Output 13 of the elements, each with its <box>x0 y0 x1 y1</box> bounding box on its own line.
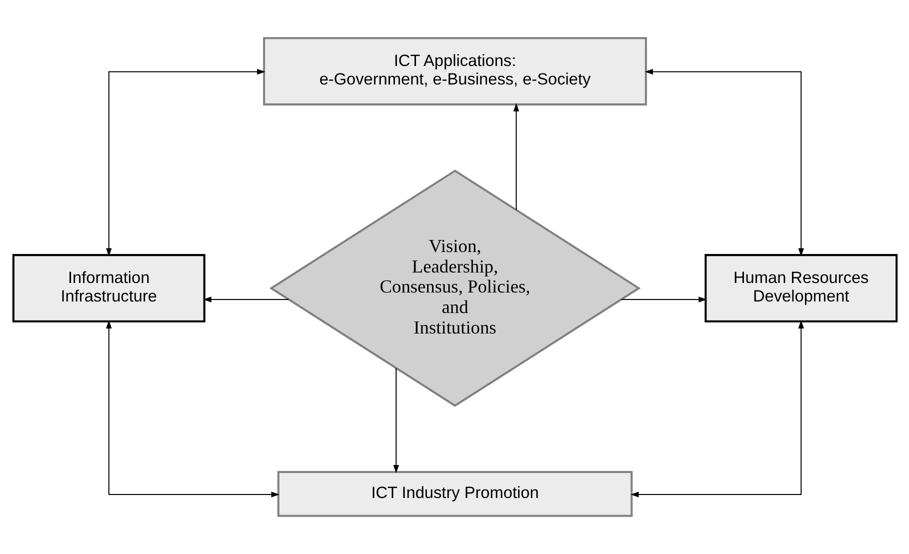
node-box: ICT Applications: e-Government, e-Business, e-Society <box>262 37 646 106</box>
arrow <box>106 320 279 498</box>
node-box: Information Infrastructure <box>12 254 205 322</box>
node-box: ICT Industry Promotion <box>276 471 632 517</box>
arrow <box>630 320 804 498</box>
arrow <box>512 103 519 210</box>
arrow <box>644 68 804 256</box>
arrow <box>202 296 288 302</box>
arrow <box>106 68 265 256</box>
node-box: Human Resources Development <box>704 254 898 322</box>
arrow <box>392 368 398 474</box>
node-diamond: Vision, Leadership, Consensus, Policies, and Institutions <box>268 170 640 407</box>
arrow <box>620 296 706 302</box>
